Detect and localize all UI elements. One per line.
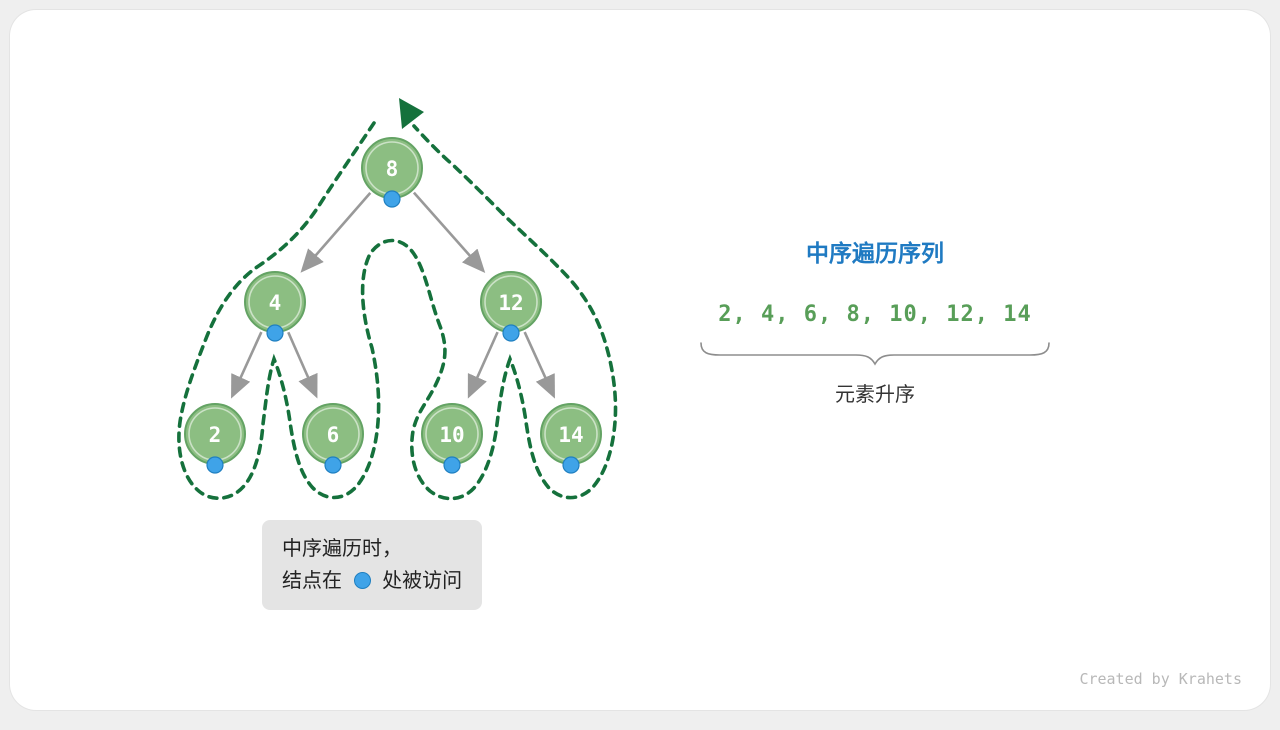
tree-node-8: 8 — [362, 138, 422, 207]
tree-node-6: 6 — [303, 404, 363, 473]
visit-dot-icon — [354, 572, 371, 589]
tree-edge-4-6 — [288, 332, 315, 394]
traversal-start-icon — [399, 98, 424, 129]
tree-edge-12-10 — [470, 332, 498, 394]
tree-edge-12-14 — [525, 332, 553, 394]
credit-text: Created by Krahets — [1079, 670, 1242, 688]
svg-text:12: 12 — [498, 291, 523, 315]
visit-dot — [325, 457, 341, 473]
note-line-2: 结点在 处被访问 — [282, 565, 462, 597]
note-box: 中序遍历时， 结点在 处被访问 — [262, 520, 482, 610]
note-line-1: 中序遍历时， — [282, 533, 462, 565]
visit-dot — [267, 325, 283, 341]
visit-dot — [503, 325, 519, 341]
visit-dot — [444, 457, 460, 473]
tree-edge-8-4 — [304, 193, 370, 269]
sequence-caption: 元素升序 — [690, 378, 1060, 407]
tree-node-2: 2 — [185, 404, 245, 473]
visit-dot — [563, 457, 579, 473]
diagram-card: 8 4 12 2 6 10 14 中序遍历序列 2, 4, 6, 8, 10, 12, 14… — [10, 10, 1270, 710]
tree-node-10: 10 — [422, 404, 482, 473]
tree-node-12: 12 — [481, 272, 541, 341]
svg-text:8: 8 — [386, 157, 399, 181]
panel-title: 中序遍历序列 — [690, 234, 1060, 268]
underbrace-icon — [698, 340, 1052, 366]
note-line-2-prefix: 结点在 — [282, 570, 342, 592]
tree-nodes: 8 4 12 2 6 10 14 — [185, 138, 601, 473]
note-line-2-suffix: 处被访问 — [382, 570, 462, 592]
svg-text:4: 4 — [269, 291, 282, 315]
svg-text:2: 2 — [209, 423, 222, 447]
svg-text:14: 14 — [558, 423, 583, 447]
visit-dot — [384, 191, 400, 207]
svg-text:6: 6 — [327, 423, 340, 447]
tree-edge-4-2 — [233, 332, 261, 394]
visit-dot — [207, 457, 223, 473]
inorder-sequence: 2, 4, 6, 8, 10, 12, 14 — [690, 302, 1060, 327]
tree-diagram: 8 4 12 2 6 10 14 — [10, 10, 710, 730]
tree-node-4: 4 — [245, 272, 305, 341]
tree-node-14: 14 — [541, 404, 601, 473]
tree-edge-8-12 — [414, 193, 482, 269]
svg-text:10: 10 — [439, 423, 464, 447]
